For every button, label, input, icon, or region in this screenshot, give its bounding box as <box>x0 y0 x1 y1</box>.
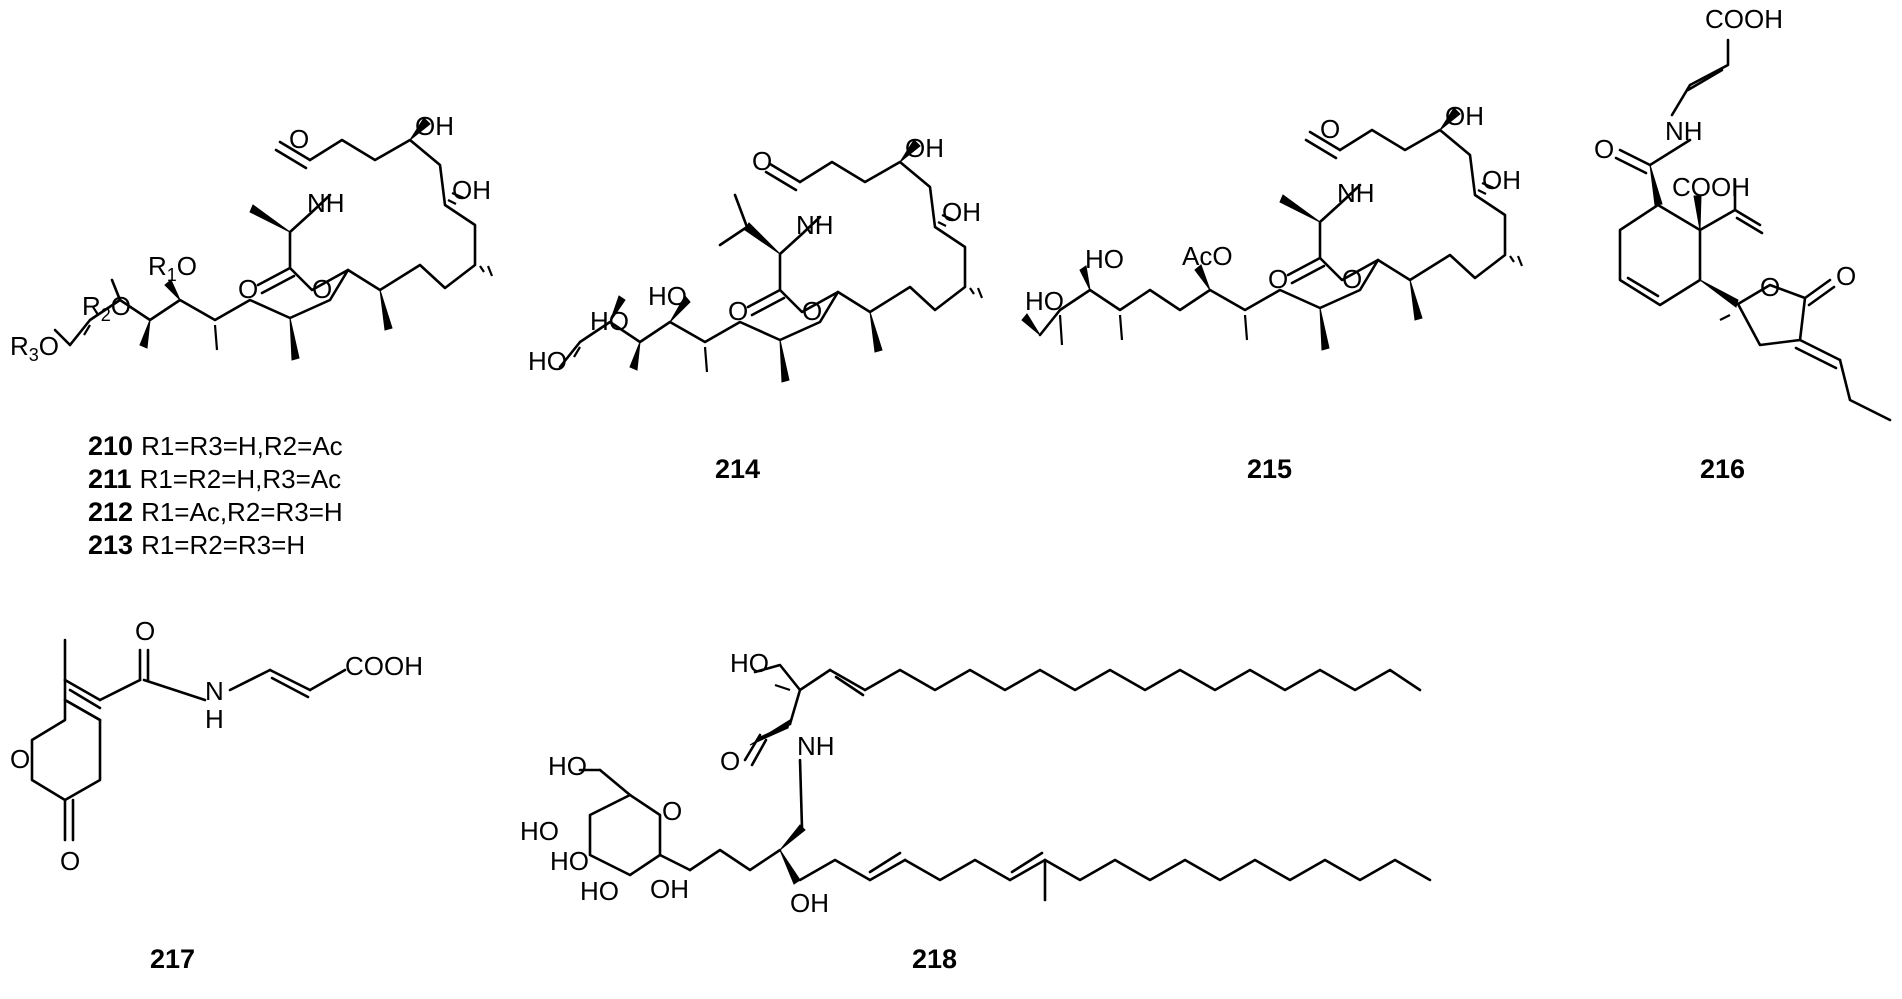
atom-ho-1: HO <box>648 281 687 311</box>
atom-cooh: COOH <box>1672 172 1750 202</box>
atom-ho-4: HO <box>580 876 619 906</box>
atom-o-ring: O <box>312 274 332 304</box>
atom-o-ring: O <box>10 744 30 774</box>
atom-cooh: COOH <box>345 651 423 681</box>
structure-218: HO O NH HO O HO HO HO OH OH 218 <box>520 648 1432 974</box>
atom-o-ester: O <box>238 274 258 304</box>
atom-o-carbonyl: O <box>1836 261 1856 291</box>
atom-o-sugar: O <box>662 796 682 826</box>
structure-215: O NH OH OH O O AcO HO HO 215 <box>1021 101 1524 484</box>
atom-o-amide: O <box>135 616 155 646</box>
compound-label-214: 214 <box>715 454 760 484</box>
compound-label-216: 216 <box>1700 454 1745 484</box>
compound-label-215: 215 <box>1247 454 1292 484</box>
atom-o: O <box>1320 114 1340 144</box>
atom-cooh-top: COOH <box>1705 4 1783 34</box>
atom-ho-2: HO <box>1025 286 1064 316</box>
structure-216: COOH NH O COOH O O 216 <box>1594 4 1892 484</box>
atom-ho-3: HO <box>528 346 567 376</box>
r2-group: R2O <box>82 291 131 325</box>
atom-oh-chain: OH <box>790 888 829 918</box>
structure-214: O NH OH OH O O HO HO HO 214 <box>528 133 984 484</box>
atom-nh: NH <box>1665 116 1703 146</box>
svg-text:R2O: R2O <box>82 291 131 325</box>
atom-oh-2: OH <box>452 175 491 205</box>
atom-n: N <box>205 676 224 706</box>
atom-aco: AcO <box>1182 241 1233 271</box>
r1-group: R1O <box>148 251 197 285</box>
atom-oh-2: OH <box>1482 165 1521 195</box>
atom-o-ester: O <box>728 296 748 326</box>
atom-nh: NH <box>796 210 834 240</box>
svg-text:R3O: R3O <box>10 331 59 365</box>
atom-ho-3: HO <box>550 846 589 876</box>
atom-oh-2: OH <box>942 197 981 227</box>
atom-o-ring: O <box>1342 264 1362 294</box>
atom-h: H <box>205 704 224 734</box>
atom-o-carbonyl: O <box>60 846 80 876</box>
atom-o-ring: O <box>802 296 822 326</box>
structure-217: O O O N H COOH 217 <box>10 616 423 974</box>
atom-o-ester: O <box>1268 264 1288 294</box>
atom-o: O <box>752 146 772 176</box>
atom-ho-2: HO <box>590 306 629 336</box>
atom-oh-5: OH <box>650 874 689 904</box>
atom-oh-1: OH <box>415 111 454 141</box>
atom-oh-1: OH <box>905 133 944 163</box>
atom-nh: NH <box>307 188 345 218</box>
atom-ho-1: HO <box>1085 244 1124 274</box>
atom-ho-top: HO <box>730 648 769 678</box>
atom-ho-2: HO <box>520 816 559 846</box>
atom-nh: NH <box>797 731 835 761</box>
compound-label-218: 218 <box>912 944 957 974</box>
compound-label-217: 217 <box>150 944 195 974</box>
atom-ho-ch2: HO <box>548 751 587 781</box>
atom-o-lactam: O <box>289 124 309 154</box>
atom-o-amide: O <box>1594 134 1614 164</box>
atom-o-amide: O <box>720 746 740 776</box>
atom-oh-1: OH <box>1445 101 1484 131</box>
svg-text:R1O: R1O <box>148 251 197 285</box>
atom-nh: NH <box>1337 178 1375 208</box>
atom-o-lactone: O <box>1760 272 1780 302</box>
r3-group: R3O <box>10 331 59 365</box>
